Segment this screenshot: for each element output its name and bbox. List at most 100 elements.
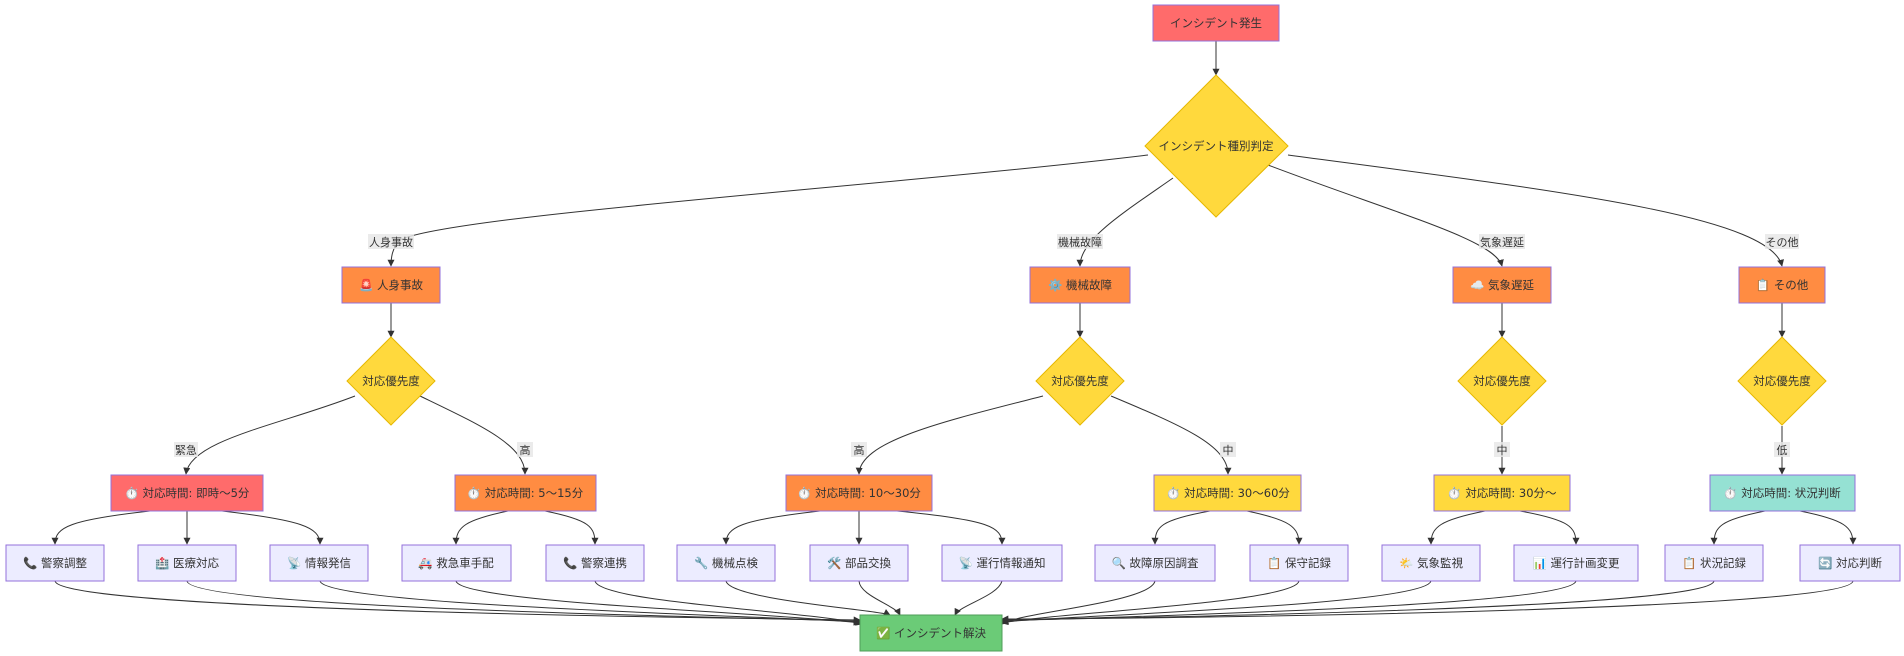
node-priority-weather: 対応優先度	[1457, 336, 1547, 426]
node-action-cause-investigation-label: 🔍 故障原因調査	[1112, 555, 1199, 570]
node-action-status-record: 📋 状況記録	[1664, 544, 1764, 582]
node-time-immediate-label: ⏱️ 対応時間: 即時～5分	[125, 486, 250, 500]
edge-10-30-notify	[896, 510, 1006, 545]
edge-30-60-cause	[1151, 510, 1211, 545]
node-incident-resolved: ✅ インシデント解決	[859, 614, 1003, 652]
edge-prio1-immediate	[183, 395, 356, 475]
node-time-30-60-label: ⏱️ 対応時間: 30～60分	[1166, 486, 1290, 500]
node-other: 📋 その他	[1738, 266, 1826, 304]
node-action-parts-replacement: 🛠️ 部品交換	[809, 544, 909, 582]
node-time-10-30: ⏱️ 対応時間: 10～30分	[785, 474, 933, 512]
edge-30plus-plan	[1519, 510, 1580, 545]
node-priority-other-label: 対応優先度	[1753, 374, 1811, 388]
edge-label-low: 低	[1777, 444, 1788, 457]
edge-prio1-5-15	[419, 395, 529, 475]
edge-policelink-end	[594, 580, 863, 626]
node-priority-personal: 対応優先度	[346, 336, 436, 426]
edge-inspect-end	[725, 580, 891, 616]
edge-5-15-police	[544, 510, 599, 545]
edge-label-personal: 人身事故	[369, 235, 413, 249]
node-action-info-broadcast-label: 📡 情報発信	[287, 555, 351, 570]
edge-label-urgent: 緊急	[175, 443, 197, 457]
edge-parts-end	[858, 580, 901, 616]
edge-medical-end	[186, 580, 861, 625]
node-incident-start: インシデント発生	[1152, 4, 1280, 42]
node-time-5-15-label: ⏱️ 対応時間: 5～15分	[467, 486, 584, 500]
node-other-label: 📋 その他	[1756, 278, 1809, 292]
node-action-maintenance-log: 📋 保守記録	[1249, 544, 1349, 582]
edge-10-30-inspect	[722, 510, 821, 545]
node-action-plan-change: 📊 運行計画変更	[1513, 544, 1639, 582]
edge-30plus-weather	[1427, 510, 1486, 545]
edge-label-mid-mechanical: 中	[1223, 444, 1234, 457]
node-action-info-broadcast: 📡 情報発信	[269, 544, 369, 582]
node-action-maintenance-log-label: 📋 保守記録	[1267, 556, 1331, 570]
edge-5-15-ambulance	[452, 510, 509, 545]
edge-judge-record	[1710, 510, 1766, 545]
node-mechanical-failure: ⚙️ 機械故障	[1029, 266, 1131, 304]
node-weather-delay: ☁️ 気象遅延	[1452, 266, 1552, 304]
node-priority-personal-label: 対応優先度	[362, 374, 420, 388]
edge-labels: 人身事故 機械故障 気象遅延 その他 緊急 高 高 中 中 低	[174, 234, 1799, 457]
edge-immediate-info	[221, 510, 324, 545]
edge-notify-end	[954, 580, 1003, 616]
node-time-30-60: ⏱️ 対応時間: 30～60分	[1153, 474, 1302, 512]
node-action-response-judgement-label: 🔄 対応判断	[1818, 556, 1882, 570]
node-action-plan-change-label: 📊 運行計画変更	[1533, 556, 1620, 570]
edges	[51, 41, 1857, 626]
node-action-status-record-label: 📋 状況記録	[1682, 556, 1746, 570]
edge-label-mid-weather: 中	[1497, 444, 1508, 457]
node-action-police-liaison: 📞 警察連携	[545, 544, 645, 582]
node-action-service-notice-label: 📡 運行情報通知	[959, 555, 1046, 570]
edge-decision-weather	[1267, 164, 1504, 267]
edge-label-other: その他	[1766, 236, 1799, 249]
edge-decision-personal	[387, 154, 1149, 267]
node-action-machine-inspection: 🔧 機械点検	[676, 544, 776, 582]
node-time-judgement: ⏱️ 対応時間: 状況判断	[1709, 474, 1856, 512]
edge-label-mechanical: 機械故障	[1058, 235, 1102, 249]
edge-label-high-personal: 高	[520, 443, 531, 457]
node-action-police-liaison-label: 📞 警察連携	[563, 555, 627, 570]
node-priority-weather-label: 対応優先度	[1473, 374, 1531, 388]
node-type-decision: インシデント種別判定	[1144, 74, 1289, 218]
edge-plan-end	[1001, 580, 1577, 625]
node-mechanical-failure-label: ⚙️ 機械故障	[1048, 278, 1112, 292]
node-action-cause-investigation: 🔍 故障原因調査	[1094, 544, 1216, 582]
node-weather-delay-label: ☁️ 気象遅延	[1470, 278, 1534, 292]
node-time-5-15: ⏱️ 対応時間: 5～15分	[454, 474, 597, 512]
edge-decision-other	[1287, 154, 1784, 267]
edge-ambulance-end	[455, 580, 861, 626]
node-action-medical-label: 🏥 医療対応	[155, 556, 219, 570]
edge-label-weather: 気象遅延	[1480, 235, 1524, 249]
node-time-30plus: ⏱️ 対応時間: 30分～	[1433, 474, 1571, 512]
node-priority-mechanical: 対応優先度	[1035, 336, 1125, 426]
node-priority-other: 対応優先度	[1737, 336, 1827, 426]
node-personal-injury-label: 🚨 人身事故	[359, 278, 423, 292]
node-action-ambulance: 🚑 救急車手配	[401, 544, 512, 582]
edge-30-60-maint	[1246, 510, 1303, 545]
edge-info-end	[319, 580, 861, 626]
node-priority-mechanical-label: 対応優先度	[1051, 374, 1109, 388]
node-action-police-coordination-label: 📞 警察調整	[23, 555, 87, 570]
node-time-judgement-label: ⏱️ 対応時間: 状況判断	[1723, 486, 1841, 500]
nodes: インシデント発生 インシデント種別判定 🚨 人身事故 ⚙️ 機械故障 ☁️ 気象…	[5, 4, 1901, 652]
edge-decision-mechanical	[1076, 177, 1174, 267]
node-action-weather-monitor: 🌤️ 気象監視	[1381, 544, 1481, 582]
node-action-ambulance-label: 🚑 救急車手配	[418, 556, 494, 570]
node-action-machine-inspection-label: 🔧 機械点検	[694, 556, 758, 570]
edge-prio2-30-60	[1110, 395, 1232, 475]
edge-prio2-10-30	[855, 395, 1044, 475]
node-time-10-30-label: ⏱️ 対応時間: 10～30分	[797, 486, 921, 500]
edge-judgeact-end	[1001, 580, 1854, 623]
node-action-service-notice: 📡 運行情報通知	[941, 544, 1063, 582]
edge-immediate-police	[51, 510, 151, 545]
node-type-decision-label: インシデント種別判定	[1159, 139, 1274, 153]
node-action-police-coordination: 📞 警察調整	[5, 544, 105, 582]
node-incident-start-label: インシデント発生	[1170, 16, 1262, 30]
node-action-response-judgement: 🔄 対応判断	[1799, 544, 1901, 582]
node-personal-injury: 🚨 人身事故	[341, 266, 441, 304]
node-incident-resolved-label: ✅ インシデント解決	[876, 626, 986, 640]
node-time-30plus-label: ⏱️ 対応時間: 30分～	[1447, 486, 1557, 500]
node-action-weather-monitor-label: 🌤️ 気象監視	[1399, 556, 1463, 570]
